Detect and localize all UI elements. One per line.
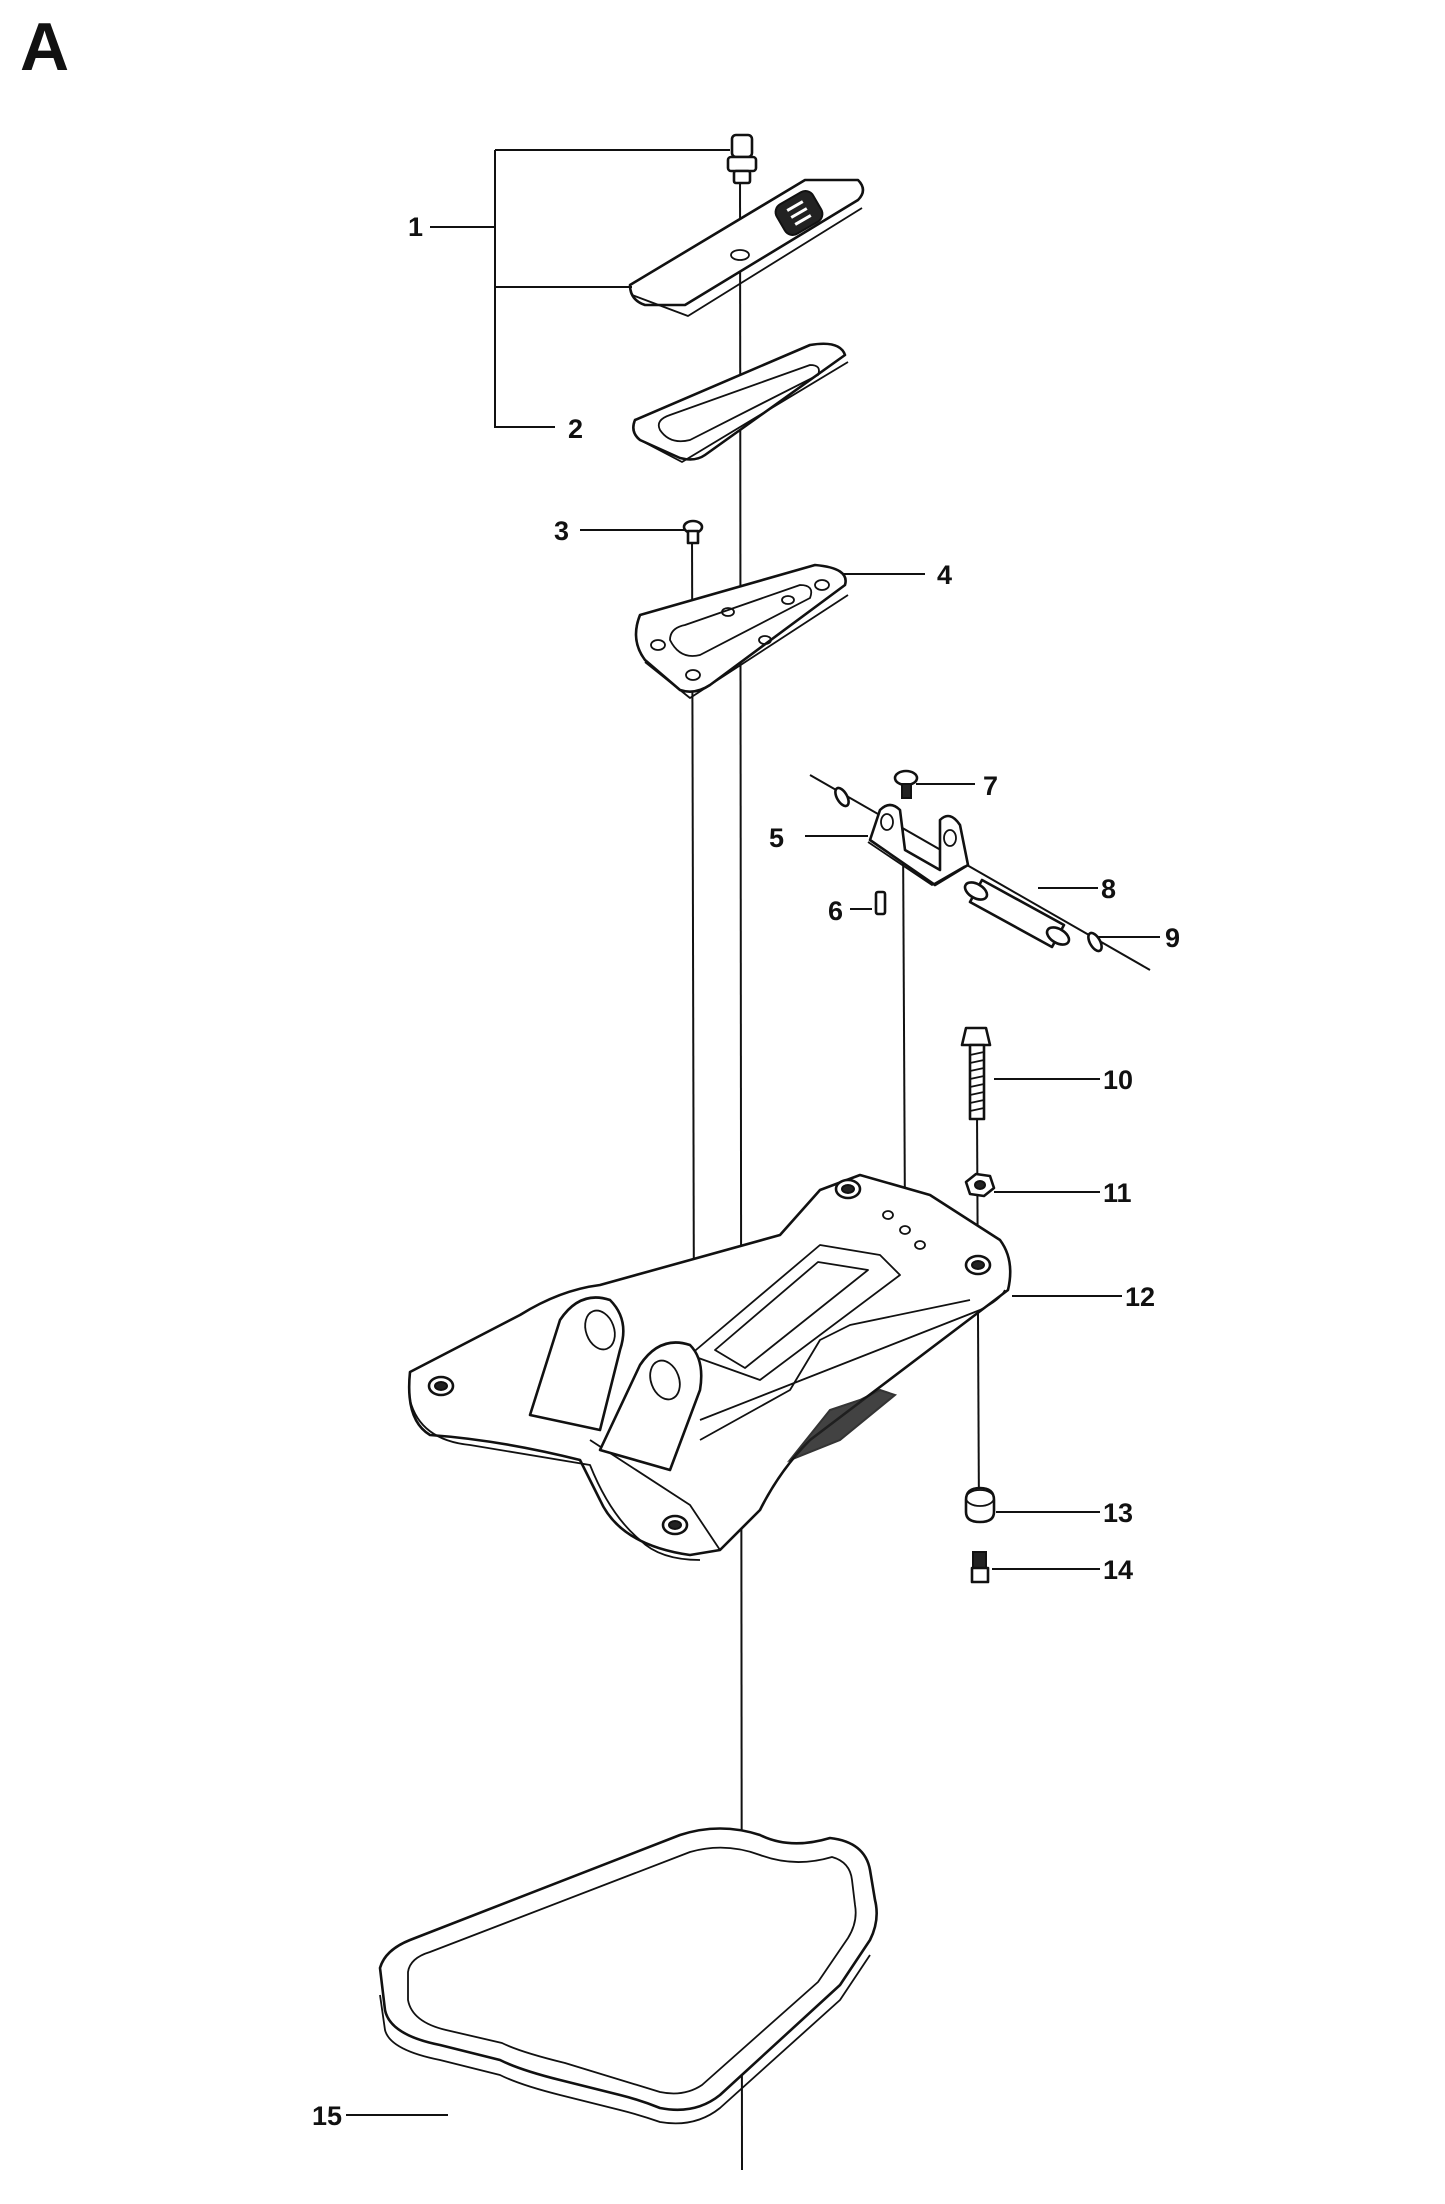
callout-13: 13 bbox=[1103, 1498, 1133, 1528]
section-letter: A bbox=[20, 9, 69, 85]
leader-lines bbox=[346, 149, 1160, 2116]
brand-logo bbox=[774, 190, 824, 236]
callout-8: 8 bbox=[1101, 874, 1116, 904]
part-8-shaft bbox=[963, 878, 1071, 949]
callout-9: 9 bbox=[1165, 923, 1180, 953]
part-1-cover-plate bbox=[628, 133, 865, 317]
callout-1: 1 bbox=[408, 212, 423, 242]
part-4-mounting-plate bbox=[634, 563, 849, 699]
callout-14: 14 bbox=[1103, 1555, 1133, 1585]
callout-labels: 1 2 3 4 5 6 7 8 9 10 11 12 13 14 15 bbox=[312, 212, 1180, 2131]
callout-3: 3 bbox=[554, 516, 569, 546]
part-3-screw bbox=[682, 519, 704, 545]
part-14-screw bbox=[970, 1551, 990, 1584]
callout-4: 4 bbox=[937, 560, 952, 590]
callout-7: 7 bbox=[983, 771, 998, 801]
part-6-pin bbox=[874, 890, 887, 916]
part-7-screw bbox=[893, 769, 919, 799]
callout-10: 10 bbox=[1103, 1065, 1133, 1095]
callout-15: 15 bbox=[312, 2101, 342, 2131]
callout-2: 2 bbox=[568, 414, 583, 444]
part-10-bolt bbox=[960, 1026, 992, 1121]
part-5-hinge-bracket bbox=[867, 803, 970, 887]
part-2-gasket bbox=[632, 342, 849, 463]
part-9-circlip bbox=[834, 786, 1103, 953]
callout-5: 5 bbox=[769, 823, 784, 853]
callout-6: 6 bbox=[828, 896, 843, 926]
part-13-bushing bbox=[964, 1486, 996, 1524]
part-12-base-frame bbox=[407, 1173, 1012, 1561]
callout-11: 11 bbox=[1103, 1178, 1132, 1208]
callout-12: 12 bbox=[1125, 1282, 1155, 1312]
part-15-gasket-ring bbox=[378, 1827, 878, 2125]
part-11-nut bbox=[964, 1172, 996, 1198]
